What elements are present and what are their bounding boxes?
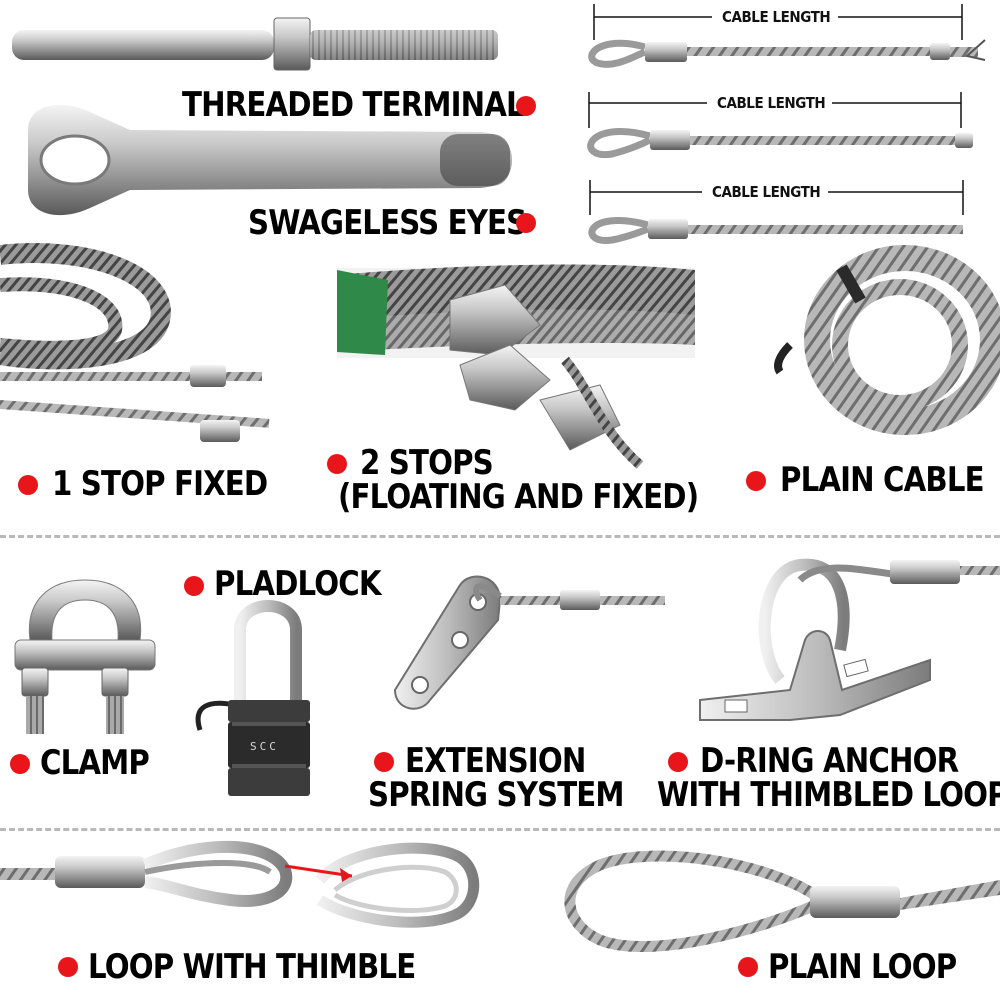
plain-loop-label: PLAIN LOOP — [768, 947, 957, 987]
padlock-brand: SCC — [250, 740, 279, 753]
cable-length-label-2: CABLE LENGTH — [713, 94, 829, 112]
dring-label-line1: D-RING ANCHOR — [700, 741, 959, 781]
loop-thimble-label: LOOP WITH THIMBLE — [88, 947, 416, 987]
one-stop-fixed-label: 1 STOP FIXED — [52, 464, 268, 504]
padlock-label: PLADLOCK — [214, 564, 382, 604]
threaded-terminal-bullet — [516, 96, 536, 116]
one-stop-bullet — [18, 475, 38, 495]
two-stops-label-line2: (FLOATING AND FIXED) — [338, 477, 699, 517]
section-divider-1 — [0, 535, 1000, 538]
cable-length-label-1: CABLE LENGTH — [718, 8, 834, 26]
two-stops-bullet — [327, 454, 347, 474]
clamp-bullet — [10, 754, 30, 774]
swageless-eyes-label: SWAGELESS EYES — [248, 203, 527, 243]
threaded-terminal-label: THREADED TERMINAL — [182, 85, 525, 125]
plain-cable-bullet — [746, 471, 766, 491]
clamp-label: CLAMP — [40, 743, 150, 783]
dring-label-line2: WITH THIMBLED LOOP — [657, 775, 1000, 815]
padlock-bullet — [184, 576, 204, 596]
extension-label-line1: EXTENSION — [405, 741, 586, 781]
swageless-eyes-bullet — [516, 213, 536, 233]
section-divider-2 — [0, 828, 1000, 831]
dring-bullet — [668, 752, 688, 772]
two-stops-label-line1: 2 STOPS — [360, 443, 494, 483]
plain-loop-bullet — [738, 957, 758, 977]
plain-cable-label: PLAIN CABLE — [780, 460, 985, 500]
extension-label-line2: SPRING SYSTEM — [368, 775, 625, 815]
cable-length-label-3: CABLE LENGTH — [708, 183, 824, 201]
extension-bullet — [374, 752, 394, 772]
loop-thimble-bullet — [58, 957, 78, 977]
